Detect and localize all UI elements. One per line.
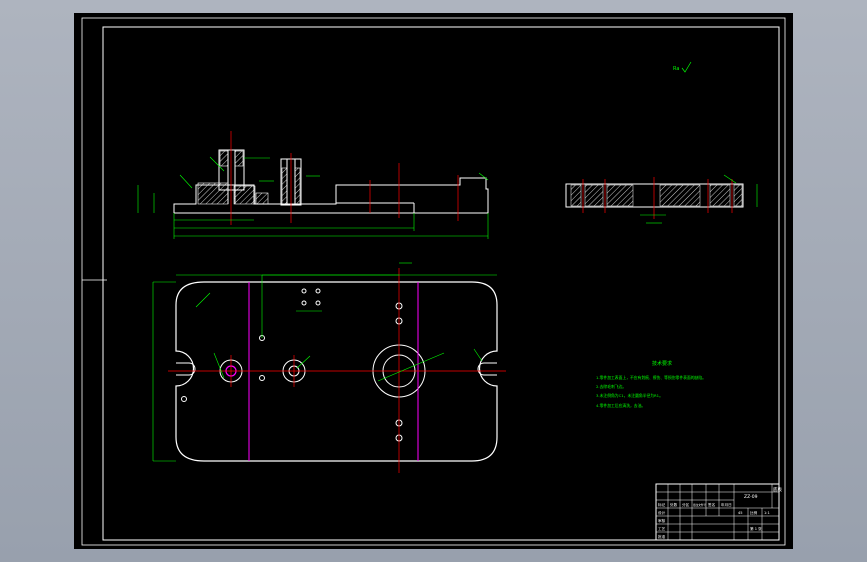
hole-corner-1 [181, 396, 187, 402]
roughness-symbol: Ra [673, 61, 692, 73]
hole-corner-3 [315, 288, 321, 294]
side-hatch-4 [659, 184, 701, 207]
plan-dim-slot-leader [473, 348, 483, 362]
tb-role-review: 审核 [658, 518, 666, 523]
hatch-area-5 [281, 167, 288, 206]
plan-dim-bore-leader [377, 352, 445, 382]
slot-right [477, 362, 497, 376]
side-hatch-2 [584, 184, 604, 207]
plan-dim-corner-leader [195, 292, 211, 308]
tb-sheet: 第 1 张 [750, 526, 762, 531]
roughness-label: Ra [673, 66, 679, 72]
hatch-area-2 [233, 185, 256, 205]
tech-requirements: 技术要求 1.零件加工表面上，不应有划痕、擦伤、等损伤零件表面的缺陷。 2.去除… [596, 360, 706, 408]
title-block[interactable]: 标记 处数 分区 更改文件号 签名 年月日 设计 审核 工艺 批准 45 比例 … [655, 483, 782, 541]
title-block-frame [655, 483, 780, 541]
tb-drawing-no: ZZ-09 [744, 494, 758, 500]
hatch-area-4 [234, 150, 244, 167]
tb-role-process: 工艺 [658, 526, 666, 531]
side-section-view[interactable] [565, 174, 758, 224]
tech-req-item-2: 2.去除毛刺飞边。 [596, 384, 626, 389]
tech-req-item-3: 3.未注倒角为C1，未注圆角半径为R1。 [596, 393, 663, 398]
cad-drawing-canvas[interactable]: Ra [74, 13, 793, 549]
slot-left [176, 362, 196, 376]
tech-req-item-4: 4.零件加工后应清洗，去油。 [596, 403, 645, 408]
plan-dim-mid-leader [296, 355, 311, 369]
tech-req-title: 技术要求 [652, 360, 672, 367]
tb-role-approve: 批准 [658, 534, 666, 539]
side-hatch-1 [570, 184, 582, 207]
tb-material: 45 [738, 511, 743, 515]
tb-label-zone: 分区 [682, 502, 690, 507]
tb-part-name: 底板 [773, 486, 782, 493]
hole-small-2 [259, 375, 265, 381]
side-hatch-5 [709, 184, 731, 207]
boss-left [218, 149, 245, 191]
tech-req-item-1: 1.零件加工表面上，不应有划痕、擦伤、等损伤零件表面的缺陷。 [596, 375, 706, 380]
tb-label-mark: 标记 [658, 502, 666, 507]
plan-dim-left-leader [213, 352, 225, 379]
side-hatch-6 [733, 184, 743, 207]
side-hatch-3 [606, 184, 634, 207]
tb-label-sign: 签名 [708, 502, 716, 507]
inner-frame [102, 26, 780, 541]
hatch-area-7 [255, 192, 269, 205]
hole-corner-4 [301, 300, 307, 306]
side-view-outline [565, 183, 744, 208]
hole-corner-2 [301, 288, 307, 294]
roughness-check-icon [681, 61, 692, 73]
front-view-outline [173, 177, 489, 214]
drawing-frame [81, 17, 786, 546]
tb-scale-label: 比例 [750, 510, 758, 515]
outer-frame [81, 17, 786, 546]
front-leader-5 [179, 174, 193, 189]
cad-viewport[interactable]: Ra [74, 13, 793, 549]
tb-label-count: 处数 [670, 502, 678, 507]
tb-scale-value: 1:1 [764, 511, 770, 515]
hatch-area-3 [219, 150, 229, 167]
tb-label-date: 年月日 [721, 502, 732, 507]
plan-view[interactable] [152, 262, 506, 473]
hatch-area-6 [294, 167, 301, 206]
hatch-area-1 [197, 182, 229, 205]
hole-corner-5 [315, 300, 321, 306]
front-leader-1 [209, 156, 225, 172]
tb-label-change: 更改文件号 [693, 503, 706, 507]
front-section-view[interactable] [137, 131, 489, 239]
tb-role-design: 设计 [658, 510, 666, 515]
front-leader-6 [478, 172, 489, 181]
side-leader [723, 174, 737, 184]
plan-view-outline [175, 281, 498, 462]
